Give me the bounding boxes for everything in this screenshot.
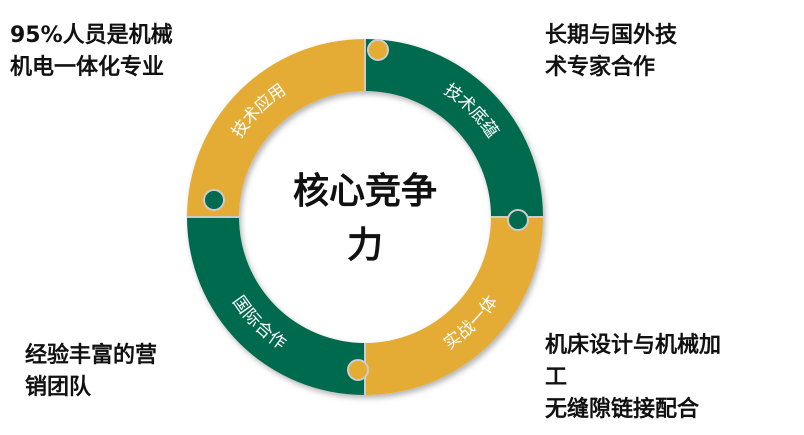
note-line: 机电一体化专业	[10, 55, 165, 80]
note-top-left: 95%人员是机械 机电一体化专业	[10, 20, 173, 84]
segment-technology-foundation	[365, 39, 543, 217]
note-line: 机床设计与机械加	[545, 333, 722, 358]
segment-international	[187, 217, 365, 395]
puzzle-knob	[367, 39, 389, 61]
note-top-right: 长期与国外技 术专家合作	[545, 20, 677, 84]
puzzle-knob	[203, 189, 225, 211]
puzzle-knob	[347, 359, 369, 381]
note-line: 无缝隙链接配合	[545, 397, 700, 422]
note-bottom-left: 经验丰富的营 销团队	[25, 340, 157, 404]
note-line: 经验丰富的营	[25, 343, 158, 368]
note-line: 术专家合作	[545, 55, 656, 80]
puzzle-knob	[507, 209, 529, 231]
segment-practice	[365, 217, 543, 395]
note-line: 销团队	[25, 375, 92, 400]
note-bottom-right: 机床设计与机械加 工 无缝隙链接配合	[545, 330, 721, 426]
note-line: 长期与国外技	[545, 23, 678, 48]
note-line: 工	[545, 365, 568, 390]
segment-technology-application	[187, 39, 365, 217]
center-title: 核心竞争力	[292, 171, 437, 266]
note-line: 95%人员是机械	[10, 23, 173, 48]
